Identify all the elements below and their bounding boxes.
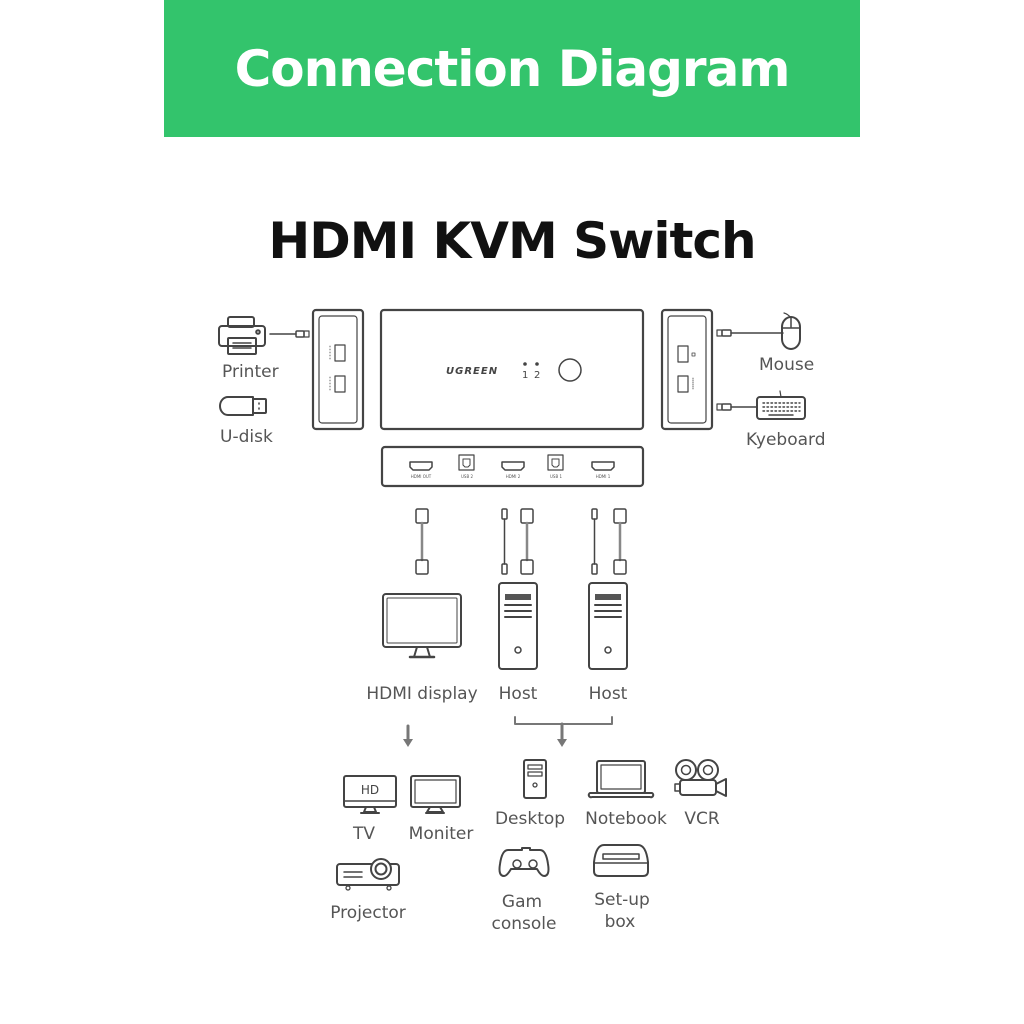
indicator-2-label: 2 — [534, 370, 540, 381]
printer-icon — [218, 316, 266, 355]
host-1-label: Host — [498, 684, 538, 704]
kvm-front-panel — [379, 308, 645, 431]
printer-cable — [269, 330, 310, 338]
port-label-hdmi-2: HDMI 2 — [506, 474, 521, 479]
moniter-label: Moniter — [408, 824, 474, 844]
kvm-rear-panel — [380, 445, 645, 488]
set-up-box-label-line2: box — [604, 912, 636, 932]
vcr-label: VCR — [684, 809, 720, 829]
pc-tower-icon — [588, 582, 628, 670]
tv-screen-text: HD — [361, 783, 379, 797]
game-console-label-line1: Gam — [501, 892, 543, 912]
switch-button[interactable] — [558, 358, 582, 382]
arrow-down-hosts — [557, 722, 567, 747]
hdmi-1-port — [591, 461, 615, 471]
hdmi-cable-display — [415, 508, 429, 575]
brand-logo: UGREEN — [446, 366, 498, 377]
port-label-usb-2: USB 2 — [461, 474, 473, 479]
laptop-icon — [587, 760, 655, 799]
tv-label: TV — [352, 824, 376, 844]
hdmi-cable-host-1 — [520, 508, 534, 575]
bracket-hosts — [514, 716, 613, 725]
monitor-icon — [410, 775, 461, 814]
set-up-box-label-line1: Set-up — [594, 890, 650, 910]
host-2-label: Host — [588, 684, 628, 704]
mouse-icon — [781, 312, 801, 350]
desktop-label: Desktop — [494, 809, 566, 829]
gamepad-icon — [498, 847, 550, 877]
projector-label: Projector — [330, 903, 406, 923]
tv-icon — [343, 775, 397, 814]
notebook-label: Notebook — [585, 809, 667, 829]
printer-label: Printer — [222, 362, 279, 382]
set-top-box-icon — [593, 844, 649, 877]
hdmi-2-port — [501, 461, 525, 471]
port-label-usb-1: USB 1 — [550, 474, 562, 479]
usb-2-port — [458, 454, 475, 471]
arrow-down-display — [403, 724, 413, 747]
keyboard-cable — [716, 403, 758, 411]
left-side-panel — [311, 308, 365, 431]
product-title: HDMI KVM Switch — [268, 212, 756, 270]
monitor-icon — [382, 593, 462, 659]
mouse-cable — [716, 329, 784, 337]
usb-disk-icon — [219, 396, 267, 416]
u-disk-label: U-disk — [220, 427, 273, 447]
game-console-label-line2: console — [491, 914, 557, 934]
header-banner: Connection Diagram — [164, 0, 860, 137]
usb-cable-host-1 — [501, 508, 508, 575]
usb-cable-host-2 — [591, 508, 598, 575]
port-label-hdmi-out: HDMI OUT — [411, 474, 432, 479]
port-label-hdmi-1: HDMI 1 — [596, 474, 611, 479]
camera-icon — [674, 759, 727, 797]
indicator-1-label: 1 — [522, 370, 528, 381]
desktop-icon — [523, 759, 547, 799]
hdmi-cable-host-2 — [613, 508, 627, 575]
projector-icon — [336, 858, 400, 891]
hdmi-display-label: HDMI display — [366, 684, 478, 704]
hdmi-out-port — [409, 461, 433, 471]
banner-title: Connection Diagram — [234, 39, 791, 98]
keyboard-icon — [756, 390, 806, 420]
pc-tower-icon — [498, 582, 538, 670]
keyboard-label: Kyeboard — [746, 430, 826, 450]
mouse-label: Mouse — [759, 355, 815, 375]
usb-1-port — [547, 454, 564, 471]
right-side-panel — [660, 308, 714, 431]
